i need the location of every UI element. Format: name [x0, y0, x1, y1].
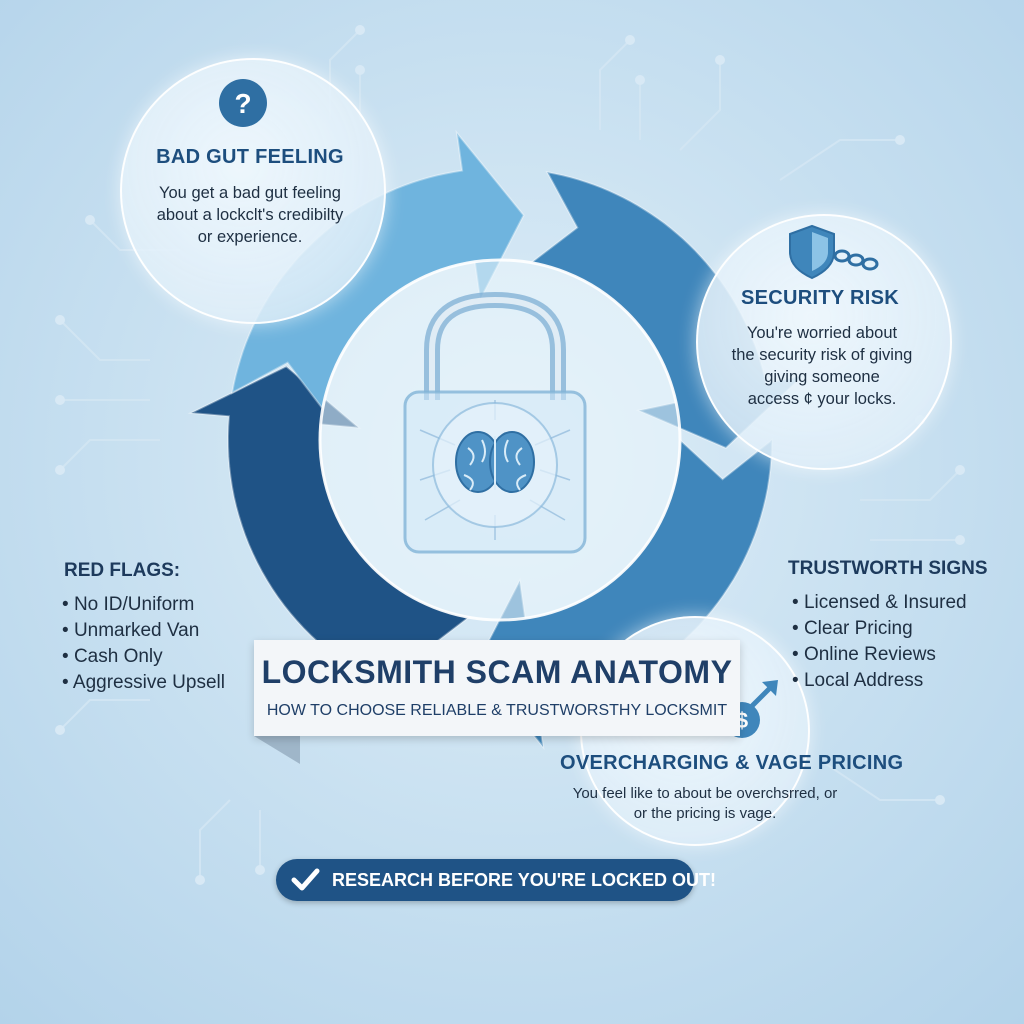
text-line: giving someone: [764, 368, 880, 386]
trust-signs-title: TRUSTWORTH SIGNS: [788, 558, 988, 579]
list-item: Clear Pricing: [792, 616, 967, 642]
red-flags-title: RED FLAGS:: [64, 560, 181, 581]
cta-label: RESEARCH BEFORE YOU'RE LOCKED OUT!: [332, 870, 716, 890]
list-item: Cash Only: [62, 644, 225, 670]
bad-gut-feeling-title: BAD GUT FEELING: [156, 146, 344, 168]
red-flags-list: No ID/Uniform Unmarked Van Cash Only Agg…: [62, 592, 225, 696]
list-item: Licensed & Insured: [792, 590, 967, 616]
list-item: Aggressive Upsell: [62, 670, 225, 696]
checkmark-icon: [291, 868, 320, 891]
text-line: or the pricing is vage.: [633, 805, 777, 822]
text-line: or experience.: [197, 228, 303, 246]
overcharging-text: You feel like to about be overchsrred, o…: [560, 784, 850, 824]
security-risk-text: You're worried about the security risk o…: [712, 322, 932, 410]
security-risk-title: SECURITY RISK: [740, 287, 899, 309]
bad-gut-feeling-text: You get a bad gut feeling about a lockcl…: [142, 182, 358, 248]
text-line: access ¢ your locks.: [747, 390, 897, 408]
research-cta-button[interactable]: RESEARCH BEFORE YOU'RE LOCKED OUT!: [276, 859, 716, 901]
banner-subtitle: HOW TO CHOOSE RELIABLE & TRUSTWORSTHY LO…: [266, 702, 728, 719]
text-line: about a lockclt's credibilty: [156, 206, 344, 224]
list-item: Local Address: [792, 668, 967, 694]
title-banner: LOCKSMITH SCAM ANATOMY HOW TO CHOOSE REL…: [254, 640, 740, 736]
overcharging-title: OVERCHARGING & VAGE PRICING: [560, 752, 904, 774]
list-item: Online Reviews: [792, 642, 967, 668]
list-item: Unmarked Van: [62, 618, 225, 644]
text-line: the security risk of giving: [731, 346, 913, 364]
trust-signs-list: Licensed & Insured Clear Pricing Online …: [792, 590, 967, 694]
list-item: No ID/Uniform: [62, 592, 225, 618]
banner-title: LOCKSMITH SCAM ANATOMY: [261, 654, 733, 690]
text-line: You're worried about: [746, 324, 898, 342]
text-line: You get a bad gut feeling: [159, 184, 341, 202]
text-line: You feel like to about be overchsrred, o…: [572, 785, 838, 802]
banner-fold: [254, 736, 300, 764]
